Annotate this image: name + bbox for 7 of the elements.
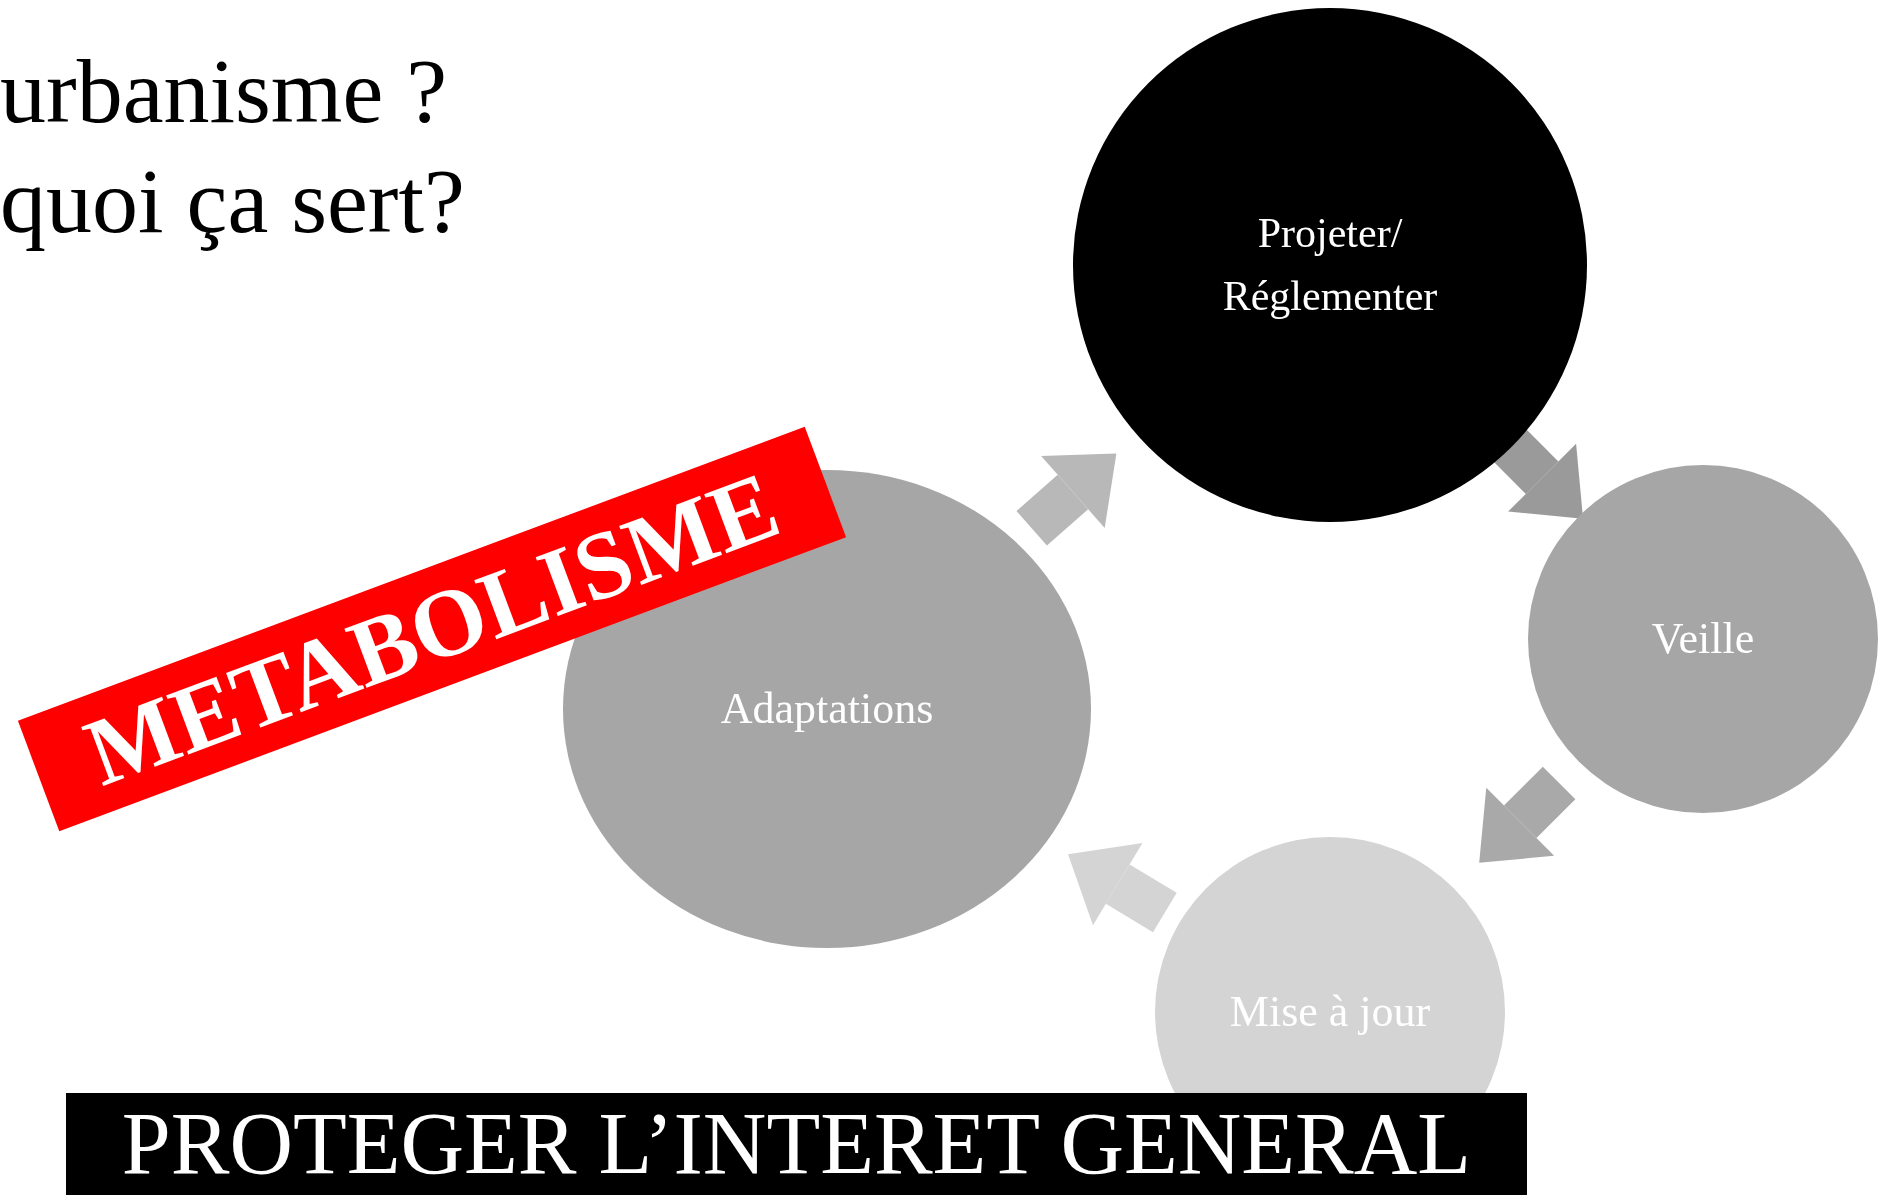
title-text: urbanisme ? <box>0 45 448 137</box>
node-label: Projeter/ Réglementer <box>1221 209 1439 321</box>
block-arrow <box>1479 766 1576 863</box>
node-label: Veille <box>1651 613 1755 665</box>
banner: PROTEGER L’INTERET GENERAL <box>66 1093 1527 1195</box>
block-arrow <box>1068 843 1177 933</box>
block-arrow <box>1016 453 1117 546</box>
